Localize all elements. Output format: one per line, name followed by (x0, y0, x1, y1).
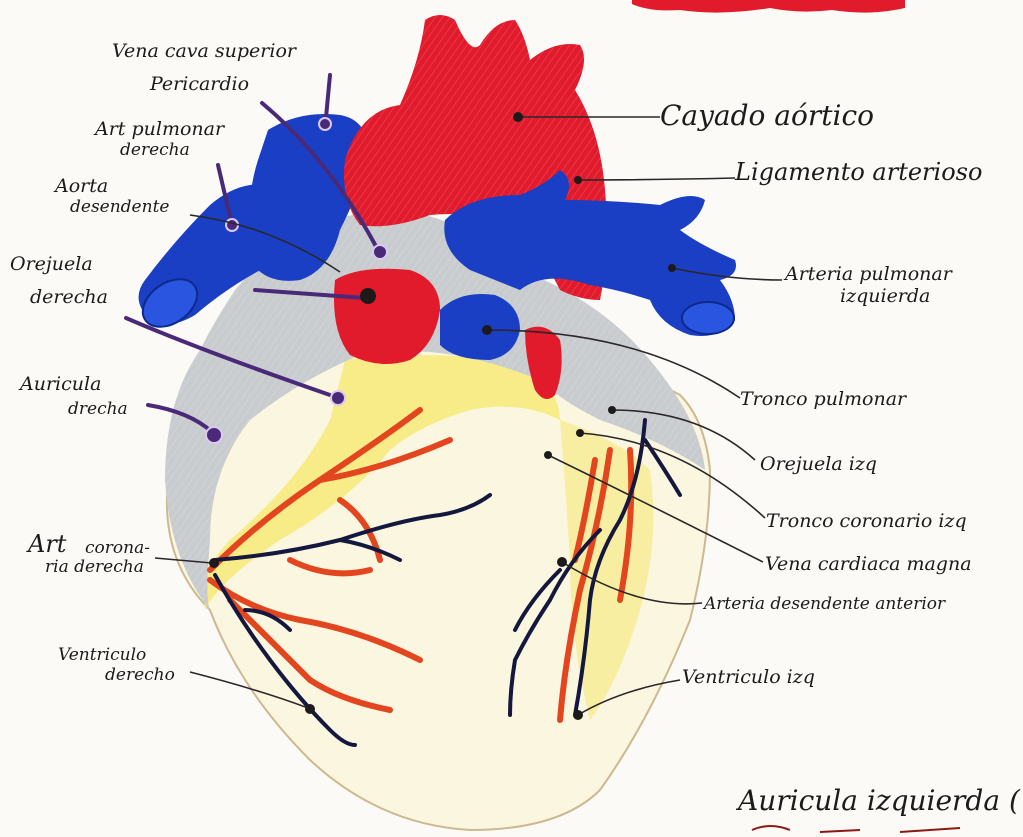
pin-tronco-coronario (576, 429, 584, 437)
label-ventriculo-derecho-2: derecho (105, 665, 175, 685)
label-aorta-desendente-2: desendente (70, 197, 169, 217)
label-auricula-derecha-1: Auricula (18, 373, 101, 395)
label-vena-cava-superior: Vena cava superior (112, 40, 298, 62)
pin-auricula-derecha (206, 427, 222, 443)
pin-tronco-pulmonar (482, 325, 492, 335)
label-orejuela-derecha-2: derecha (30, 286, 108, 308)
label-orejuela-izq: Orejuela izq (760, 453, 877, 475)
label-auricula-derecha-2: drecha (68, 399, 128, 419)
pin-ventriculo-izq (573, 710, 583, 720)
left-pulmonary-artery-opening (682, 302, 734, 334)
label-arteria-pulmonar-izq-2: izquierda (840, 285, 930, 307)
label-cayado-aortico: Cayado aórtico (660, 99, 874, 132)
label-ventriculo-derecho-1: Ventriculo (58, 645, 146, 665)
label-aorta-desendente-1: Aorta (53, 175, 108, 197)
pin-pericardio (373, 245, 387, 259)
pin-cayado (513, 112, 523, 122)
title-fragment (632, 0, 905, 13)
pin-orejuela-derecha (360, 288, 376, 304)
label-art-coronaria-1: Art (26, 530, 67, 558)
pin-ventriculo-derecho (305, 704, 315, 714)
label-art-pulmonar-derecha-1: Art pulmonar (93, 118, 226, 140)
label-ventriculo-izq: Ventriculo izq (682, 666, 815, 688)
pin-art-pulmonar-derecha (226, 219, 238, 231)
label-art-pulmonar-derecha-2: derecha (120, 140, 190, 160)
pulmonary-trunk (440, 294, 520, 360)
label-tronco-pulmonar: Tronco pulmonar (740, 388, 908, 410)
pin-art-coronaria (209, 558, 219, 568)
pin-arteria-desendente (557, 557, 567, 567)
pin-arteria-pulmonar-izq (668, 264, 676, 272)
label-ligamento-arterioso: Ligamento arterioso (734, 158, 982, 186)
pin-orejuela-derecha-b (331, 391, 345, 405)
label-orejuela-derecha-1: Orejuela (10, 253, 93, 275)
label-tronco-coronario-izq: Tronco coronario izq (766, 510, 967, 532)
pin-ligamento (574, 176, 582, 184)
pin-vena-cardiaca (544, 451, 552, 459)
pin-orejuela-izq (608, 406, 616, 414)
cut-off-text-fragment (752, 826, 960, 832)
label-pericardio: Pericardio (149, 73, 249, 95)
label-art-coronaria-3: ria derecha (45, 557, 144, 577)
label-arteria-desendente-anterior: Arteria desendente anterior (702, 594, 946, 614)
pin-vena-cava (319, 118, 331, 130)
label-vena-cardiaca-magna: Vena cardiaca magna (765, 553, 972, 575)
label-auricula-izquierda-partial: Auricula izquierda ( (735, 784, 1021, 817)
label-art-coronaria-2: corona- (85, 538, 150, 558)
label-arteria-pulmonar-izq-1: Arteria pulmonar (783, 263, 954, 285)
